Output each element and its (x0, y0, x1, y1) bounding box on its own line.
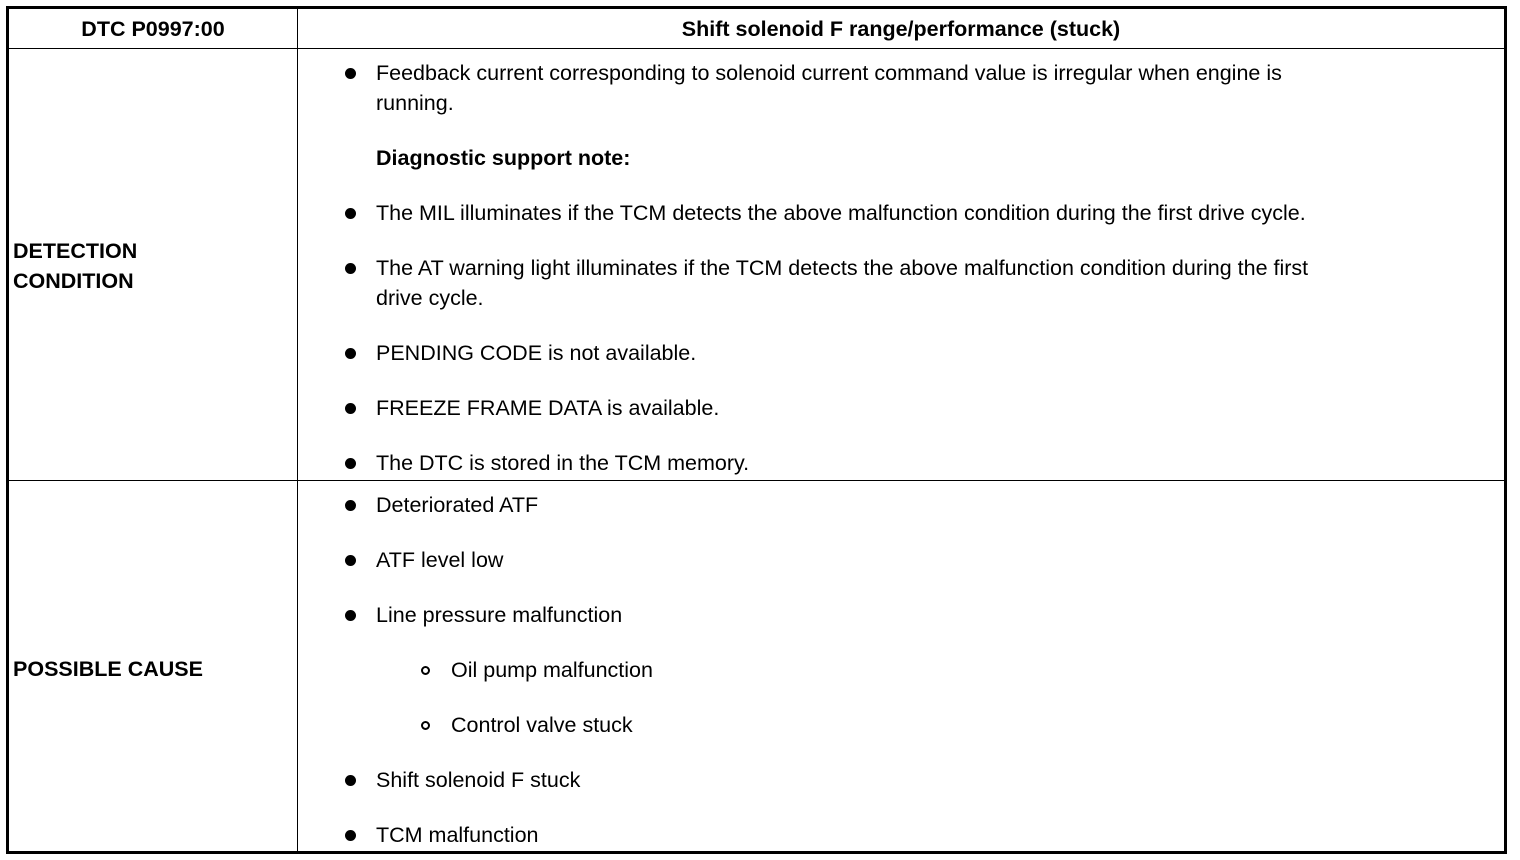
bullet-dot-icon (345, 263, 356, 274)
dtc-table: DTC P0997:00 Shift solenoid F range/perf… (6, 6, 1507, 854)
cause-sub-item: Oil pump malfunction (451, 658, 653, 682)
bullet-dot-icon (345, 208, 356, 219)
cause-sub-item: Control valve stuck (451, 713, 633, 737)
cause-item: Line pressure malfunction (376, 603, 623, 627)
bullet-dot-icon (345, 403, 356, 414)
sub-bullet-circle-icon (421, 721, 430, 730)
detection-condition-label: DETECTION CONDITION (13, 235, 293, 297)
bullet-dot-icon (345, 500, 356, 511)
bullet-dot-icon (345, 458, 356, 469)
detection-item-3-line2: drive cycle. (376, 286, 484, 310)
detection-item-2: The MIL illuminates if the TCM detects t… (376, 201, 1306, 225)
cause-item: ATF level low (376, 548, 504, 572)
bullet-dot-icon (345, 348, 356, 359)
header-divider (9, 48, 1504, 49)
detection-item-1-line2: running. (376, 91, 454, 115)
cause-item: TCM malfunction (376, 823, 539, 847)
dtc-title-header: Shift solenoid F range/performance (stuc… (681, 17, 1121, 41)
bullet-dot-icon (345, 610, 356, 621)
dtc-code-header: DTC P0997:00 (81, 17, 225, 41)
bullet-dot-icon (345, 775, 356, 786)
sub-bullet-circle-icon (421, 666, 430, 675)
bullet-dot-icon (345, 830, 356, 841)
detection-label-line1: DETECTION (13, 239, 138, 263)
row-divider (9, 480, 1504, 481)
diagnostic-support-note: Diagnostic support note: (376, 146, 631, 170)
bullet-dot-icon (345, 68, 356, 79)
column-divider (297, 9, 298, 851)
detection-item-6: The DTC is stored in the TCM memory. (376, 451, 750, 475)
detection-label-line2: CONDITION (13, 269, 134, 293)
detection-item-5: FREEZE FRAME DATA is available. (376, 396, 720, 420)
cause-item: Deteriorated ATF (376, 493, 539, 517)
possible-cause-label: POSSIBLE CAUSE (13, 657, 203, 681)
detection-item-3-line1: The AT warning light illuminates if the … (376, 256, 1309, 280)
detection-item-1-line1: Feedback current corresponding to soleno… (376, 61, 1282, 85)
cause-item: Shift solenoid F stuck (376, 768, 581, 792)
bullet-dot-icon (345, 555, 356, 566)
detection-item-4: PENDING CODE is not available. (376, 341, 697, 365)
